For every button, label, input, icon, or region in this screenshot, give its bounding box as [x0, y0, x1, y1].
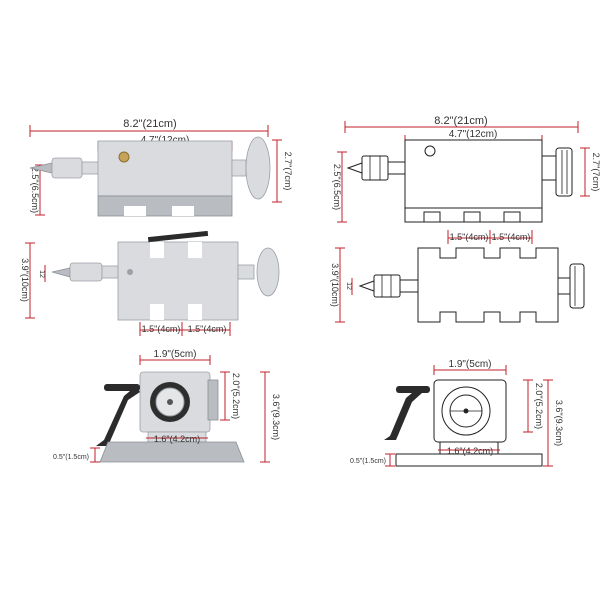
- body-length-label: 4.7"(12cm): [141, 135, 190, 146]
- quill-shaft: [387, 161, 406, 175]
- tailstock-body: [97, 140, 233, 197]
- base-height-label: 0.5"(1.5cm): [53, 454, 89, 461]
- photo-front-view: 1.9"(5cm) 2.0"(5.2cm) 3.6"(9.3cm) 1.6"(4…: [53, 349, 281, 463]
- photo-top-view: 3.9"(10cm) 12 1.5"(4cm) 1.5"(4cm): [20, 230, 280, 336]
- photo-side-view: 8.2"(21cm) 4.7"(12cm) 2.5"(6.5cm) 2.7"(7…: [29, 118, 293, 217]
- live-center-tip: [51, 267, 71, 278]
- drawing-side-view: 8.2"(21cm) 4.7"(12cm) 2.5"(6.5cm) 2.7"(7…: [332, 115, 600, 223]
- shaft-diameter-label: 12: [38, 270, 45, 278]
- handwheel-height-label: 2.7"(7cm): [283, 152, 293, 191]
- live-center-chuck: [373, 274, 401, 298]
- base-slot: [463, 211, 481, 223]
- lock-screw-hole: [424, 145, 436, 157]
- slot-left-label: 1.5"(4cm): [142, 324, 181, 334]
- base-slot: [423, 211, 441, 223]
- base-width-label: 1.6"(4.2cm): [447, 446, 493, 456]
- quill-center: [167, 399, 173, 405]
- clamp-lever-handle: [384, 388, 422, 440]
- body-length-label: 4.7"(12cm): [449, 129, 498, 140]
- live-center-chuck: [69, 262, 103, 282]
- top-slot: [150, 242, 164, 258]
- base-slot: [124, 206, 146, 216]
- handwheel-shaft: [557, 277, 571, 295]
- handwheel-shaft: [541, 155, 557, 181]
- overall-length-label: 8.2"(21cm): [434, 115, 487, 127]
- quill-shaft: [399, 279, 419, 293]
- live-center-chuck: [51, 157, 83, 179]
- clamp-lever: [147, 230, 209, 243]
- base-slot: [172, 206, 194, 216]
- front-base: [395, 453, 543, 467]
- quill-shaft: [101, 265, 121, 279]
- slot-right-label: 1.5"(4cm): [492, 232, 531, 242]
- side-plate: [207, 379, 219, 421]
- clamp-lever-top: [104, 384, 140, 391]
- body-height-label: 2.5"(6.5cm): [30, 167, 40, 213]
- total-height-label: 3.6"(9.3cm): [271, 394, 281, 440]
- overall-length-label: 8.2"(21cm): [123, 118, 176, 130]
- total-height-label: 3.6"(9.3cm): [554, 400, 564, 446]
- base-slot: [503, 211, 521, 223]
- front-top-width-label: 1.9"(5cm): [153, 349, 196, 360]
- clamp-lever-top: [396, 386, 430, 393]
- base-width-label: 1.6"(4.2cm): [154, 434, 200, 444]
- handwheel: [256, 247, 280, 297]
- center-height-label: 2.0"(5.2cm): [534, 383, 544, 429]
- live-center-tip: [346, 162, 363, 174]
- tailstock-top-body: [417, 247, 559, 323]
- tailstock-top-body: [117, 241, 239, 321]
- quill-shaft: [81, 161, 101, 175]
- slot-left-label: 1.5"(4cm): [450, 232, 489, 242]
- front-base: [99, 441, 245, 463]
- drawing-front-view: 1.9"(5cm) 2.0"(5.2cm) 3.6"(9.3cm) 1.6"(4…: [350, 359, 564, 467]
- mount-bolt: [127, 269, 133, 275]
- base-height-label: 0.5"(1.5cm): [350, 458, 386, 465]
- bottom-slot: [188, 304, 202, 320]
- handwheel: [555, 147, 573, 197]
- body-height-label: 2.5"(6.5cm): [332, 164, 342, 210]
- tailstock-base: [97, 195, 233, 217]
- slot-right-label: 1.5"(4cm): [188, 324, 227, 334]
- top-width-label: 3.9"(10cm): [330, 263, 340, 307]
- live-center-chuck: [361, 155, 389, 181]
- top-slot: [188, 242, 202, 258]
- handwheel-shaft: [237, 264, 255, 280]
- handwheel: [245, 136, 271, 200]
- handwheel: [569, 263, 585, 309]
- clamp-lever-handle: [96, 386, 140, 446]
- front-top-width-label: 1.9"(5cm): [448, 359, 491, 370]
- lock-screw-hole: [118, 151, 130, 163]
- quill-center: [463, 408, 469, 414]
- handwheel-height-label: 2.7"(7cm): [591, 153, 600, 192]
- live-center-tip: [358, 280, 375, 292]
- handwheel-shaft: [231, 159, 247, 177]
- bottom-slot: [150, 304, 164, 320]
- top-width-label: 3.9"(10cm): [20, 258, 30, 302]
- shaft-diameter-label: 12: [345, 282, 352, 290]
- drawing-top-view: 1.5"(4cm) 1.5"(4cm) 3.9"(10cm) 12: [330, 230, 585, 323]
- center-height-label: 2.0"(5.2cm): [231, 373, 241, 419]
